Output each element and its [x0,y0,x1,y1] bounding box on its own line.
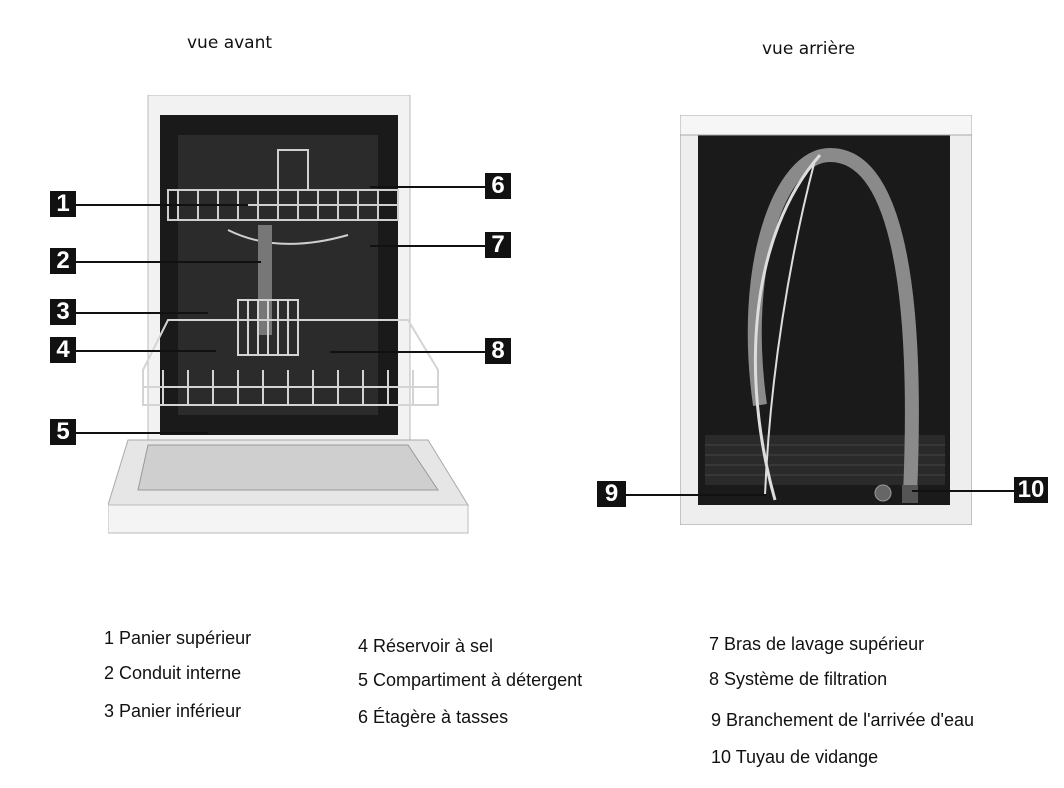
callout-4: 4 [50,337,76,363]
legend-item-3: 3 Panier inférieur [104,701,242,721]
legend-item-4: 4 Réservoir à sel [358,636,494,656]
callout-6: 6 [485,173,511,199]
legend-item-10: 10 Tuyau de vidange [711,747,879,767]
callout-5-leader [76,432,208,434]
legend-item-1: 1 Panier supérieur [104,628,252,648]
callout-7: 7 [485,232,511,258]
callout-8-leader [330,351,485,353]
legend-item-2: 2 Conduit interne [104,663,242,683]
legend-item-9: 9 Branchement de l'arrivée d'eau [711,710,975,730]
callout-10-leader [912,490,1014,492]
rear-view-title: vue arrière [762,39,856,59]
legend-item-7: 7 Bras de lavage supérieur [709,634,925,654]
callout-1-leader [76,204,248,206]
callout-8: 8 [485,338,511,364]
callout-9: 9 [597,481,626,507]
callout-3: 3 [50,299,76,325]
legend-item-5: 5 Compartiment à détergent [358,670,583,690]
callout-2-leader [76,261,261,263]
legend-item-6: 6 Étagère à tasses [358,707,509,727]
callout-5: 5 [50,419,76,445]
callout-4-leader [76,350,216,352]
callout-7-leader [370,245,485,247]
callout-9-leader [626,494,766,496]
callout-10: 10 [1014,477,1048,503]
callout-2: 2 [50,248,76,274]
callout-6-leader [370,186,485,188]
callout-3-leader [76,312,208,314]
front-view-title: vue avant [187,33,273,53]
dishwasher-front-image [108,95,469,534]
legend-item-8: 8 Système de filtration [709,669,888,689]
dishwasher-rear-image [680,115,972,525]
callout-1: 1 [50,191,76,217]
